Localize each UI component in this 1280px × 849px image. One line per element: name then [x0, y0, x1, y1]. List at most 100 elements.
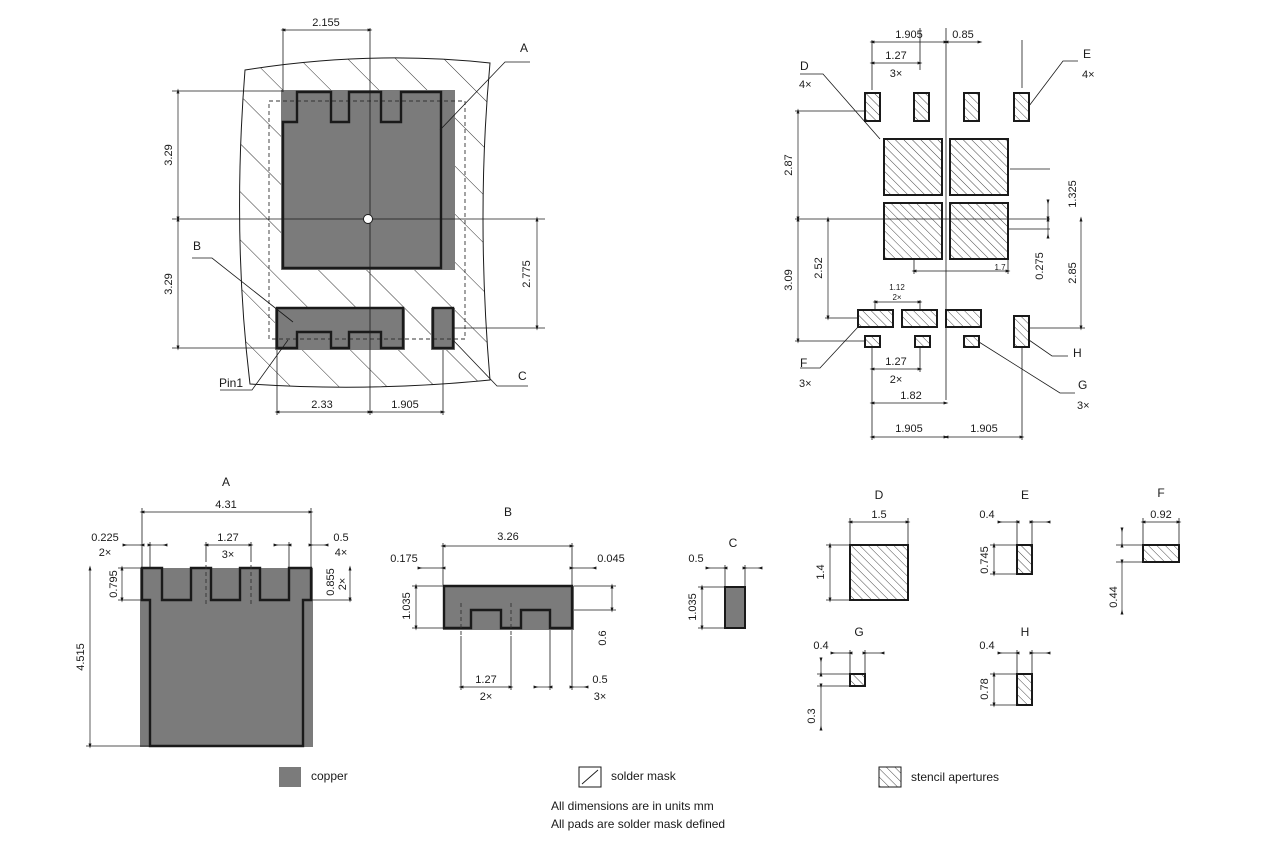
legend-copper-swatch: [279, 767, 301, 787]
stencil-pad-f: [945, 309, 982, 328]
note-pads: All pads are solder mask defined: [551, 817, 726, 831]
detail-b-notch: 0.6: [597, 630, 609, 645]
callout-pin1: Pin1: [219, 376, 243, 390]
copper-source-pads: [275, 308, 405, 350]
detail-f-width: 0.92: [1150, 509, 1171, 521]
detail-a-pitch: 1.27: [217, 532, 238, 544]
callout-a: A: [520, 41, 528, 55]
detail-b-left: 0.175: [390, 553, 418, 565]
stencil-pad-d: [883, 138, 943, 196]
detail-c-height: 1.035: [687, 593, 699, 621]
dim-top-pitch: 1.905: [895, 29, 923, 41]
detail-e-pad: [1016, 544, 1033, 575]
pad-a-outline: [281, 90, 443, 270]
detail-a-right-w-mult: 4×: [335, 547, 348, 559]
dim-inner-17: 1.7: [994, 263, 1006, 272]
dim-bottom-right: 1.905: [970, 423, 998, 435]
detail-c: C 0.5 1.035: [687, 536, 763, 631]
detail-e-title: E: [1021, 488, 1029, 502]
copper-exposed-pad: [281, 90, 455, 270]
detail-a-left-offset-mult: 2×: [99, 547, 112, 559]
detail-a-title: A: [222, 475, 230, 489]
callout-g: G: [1078, 378, 1087, 392]
detail-d-height: 1.4: [815, 564, 827, 579]
detail-f-pad: [1142, 544, 1180, 563]
callout-g-mult: 3×: [1077, 400, 1090, 412]
detail-g-title: G: [854, 625, 863, 639]
stencil-pad-d: [949, 202, 1009, 260]
detail-g-pad: [849, 673, 866, 687]
detail-g: G 0.4 0.3: [806, 625, 885, 731]
detail-a-left-offset: 0.225: [91, 532, 119, 544]
detail-b-finger-mult: 3×: [594, 691, 607, 703]
detail-b: B 3.26 0.175 0.045 1.035 0.6 1.27 2× 0.5…: [390, 505, 625, 703]
stencil-pad-d: [883, 202, 943, 260]
detail-h: H 0.4 0.78: [979, 625, 1051, 708]
legend-stencil-swatch: [878, 766, 902, 788]
callout-e-mult: 4×: [1082, 69, 1095, 81]
detail-e: E 0.4 0.745: [979, 488, 1051, 577]
stencil-pad-f: [901, 309, 938, 328]
dim-lower-height: 3.29: [163, 273, 175, 294]
detail-c-width: 0.5: [688, 553, 703, 565]
dim-inner-112-mult: 2×: [892, 293, 901, 302]
detail-a-pad: [140, 566, 313, 748]
legend-copper-label: copper: [311, 769, 348, 783]
detail-b-pitch-mult: 2×: [480, 691, 493, 703]
dim-top-inner-mult: 3×: [890, 68, 903, 80]
dim-right-c: 2.85: [1067, 262, 1079, 283]
legend-solder-mask-label: solder mask: [611, 769, 676, 783]
detail-h-pad: [1016, 673, 1033, 706]
legend-stencil-label: stencil apertures: [911, 770, 1000, 784]
detail-h-width: 0.4: [979, 640, 994, 652]
callout-d-mult: 4×: [799, 79, 812, 91]
detail-d-title: D: [875, 488, 884, 502]
detail-a-notch-right: 0.855: [325, 568, 337, 596]
detail-a-notch-right-mult: 2×: [337, 578, 349, 591]
detail-a-width: 4.31: [215, 499, 236, 511]
dim-left-inner: 2.52: [813, 257, 825, 278]
detail-b-pad: [442, 584, 574, 630]
pad-b-outline: [275, 306, 405, 350]
detail-f-height: 0.44: [1108, 586, 1120, 607]
detail-b-height: 1.035: [401, 592, 413, 620]
dim-bottom-right: 1.905: [391, 399, 419, 411]
callout-c: C: [518, 369, 527, 383]
stencil-layout: 1.905 0.85 1.27 3× 2.87 3.09 2.52 1.325 …: [783, 28, 1095, 440]
dim-bottom-127-mult: 2×: [890, 374, 903, 386]
detail-g-height: 0.3: [806, 708, 818, 723]
dim-bottom-left: 1.905: [895, 423, 923, 435]
detail-a-height: 4.515: [75, 643, 87, 671]
detail-f-title: F: [1157, 486, 1164, 500]
detail-h-height: 0.78: [979, 678, 991, 699]
stencil-pad-e: [1013, 92, 1030, 122]
detail-a-pitch-mult: 3×: [222, 549, 235, 561]
detail-a-copper: [140, 568, 313, 747]
dim-left-lower: 3.09: [783, 269, 795, 290]
dim-left-upper: 2.87: [783, 154, 795, 175]
stencil-pad-g: [864, 335, 881, 348]
package-outline: [268, 100, 466, 340]
dim-bottom-182: 1.82: [900, 390, 921, 402]
detail-a-notch-left: 0.795: [108, 570, 120, 598]
detail-b-pitch: 1.27: [475, 674, 496, 686]
stencil-pad-e: [864, 92, 881, 122]
detail-c-pad: [724, 586, 746, 629]
dim-right-b: 0.275: [1034, 252, 1046, 280]
dim-inner-112: 1.12: [889, 283, 905, 292]
callout-f-mult: 3×: [799, 378, 812, 390]
stencil-pad-e: [913, 92, 930, 122]
centre-mark: [363, 214, 373, 224]
detail-b-finger: 0.5: [592, 674, 607, 686]
stencil-pad-g: [914, 335, 931, 348]
dim-top-width: 2.155: [312, 17, 340, 29]
callout-d: D: [800, 59, 809, 73]
stencil-pad-g: [963, 335, 980, 348]
detail-e-height: 0.745: [979, 546, 991, 574]
detail-e-width: 0.4: [979, 509, 994, 521]
callout-e: E: [1083, 47, 1091, 61]
detail-b-copper: [443, 586, 574, 630]
detail-a: A 4.31 0.225 2× 1.27 3× 0.5 4× 0.795 0.8…: [75, 475, 352, 749]
dim-right-a: 1.325: [1067, 180, 1079, 208]
